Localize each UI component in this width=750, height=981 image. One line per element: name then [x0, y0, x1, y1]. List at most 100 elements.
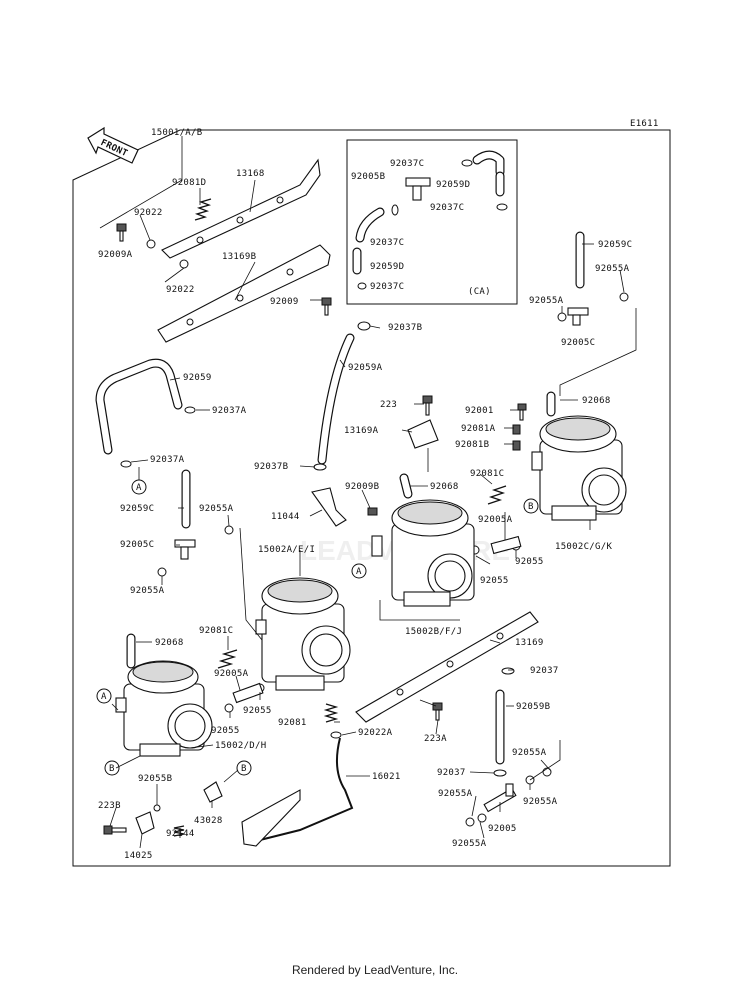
diagram-frame: [72, 129, 671, 867]
spring-92081-icon: [323, 703, 339, 723]
label-92081A: 92081A: [461, 424, 496, 434]
label-92055B: 92055B: [138, 774, 172, 784]
label-92009: 92009: [270, 297, 299, 307]
carburetor-center-right-icon: [371, 499, 475, 607]
bracket-11044-icon: [311, 487, 347, 527]
label-92055A-br-3: 92055A: [523, 797, 558, 807]
label-92022-b: 92022: [166, 285, 195, 295]
label-92081B: 92081B: [455, 440, 489, 450]
diagram-id: E1611: [630, 119, 659, 129]
label-92005A-right: 92005A: [478, 515, 513, 525]
label-92037B-b: 92037B: [254, 462, 288, 472]
label-92055-center-2: 92055: [515, 557, 544, 567]
label-92059: 92059: [183, 373, 212, 383]
label-92055-left-2: 92055: [243, 706, 272, 716]
label-13169B: 13169B: [222, 252, 256, 262]
front-arrow-icon: FRONT: [87, 126, 139, 164]
label-11044: 11044: [271, 512, 300, 522]
label-16021: 16021: [372, 772, 401, 782]
label-15002CGK: 15002C/G/K: [555, 542, 612, 552]
label-92055A-right: 92055A: [595, 264, 630, 274]
callout-a-2: A: [356, 567, 362, 577]
rail-13169B-icon: [157, 244, 331, 343]
label-15002AEI: 15002A/E/I: [258, 545, 315, 555]
label-14025: 14025: [124, 851, 153, 861]
label-92005C-right: 92005C: [561, 338, 595, 348]
bracket-13169A-icon: [407, 419, 439, 449]
ca-inset-label: (CA): [468, 287, 491, 297]
label-15001: 15001/A/B: [151, 128, 202, 138]
label-13168: 13168: [236, 169, 265, 179]
label-92037: 92037: [530, 666, 559, 676]
callout-circles: A A A B B B: [96, 479, 539, 776]
label-92005C-left: 92005C: [120, 540, 154, 550]
label-92055A-right-2: 92055A: [529, 296, 564, 306]
label-92055A-br: 92055A: [512, 748, 547, 758]
label-92055A-br-2: 92055A: [438, 789, 473, 799]
spring-92144-icon: [173, 825, 185, 837]
label-92009A: 92009A: [98, 250, 133, 260]
label-13169: 13169: [515, 638, 544, 648]
bolts-icon: [103, 223, 527, 835]
callout-a-1: A: [136, 483, 142, 493]
label-92068-left: 92068: [155, 638, 184, 648]
label-43028: 43028: [194, 816, 223, 826]
label-92068-center: 92068: [430, 482, 459, 492]
label-92037C-a: 92037C: [390, 159, 424, 169]
label-92037C-c: 92037C: [370, 238, 404, 248]
label-92055A-left: 92055A: [199, 504, 234, 514]
label-92081C-right: 92081C: [470, 469, 504, 479]
label-92081D: 92081D: [172, 178, 206, 188]
screw-14025-icon: [135, 811, 155, 835]
label-92144: 92144: [166, 829, 195, 839]
callout-b-3: B: [241, 764, 247, 774]
spring-92081C-right-icon: [487, 485, 507, 505]
footer-credit: Rendered by LeadVenture, Inc.: [291, 963, 459, 977]
label-92005A-left: 92005A: [214, 669, 249, 679]
label-92037-b: 92037: [437, 768, 466, 778]
tee-92005C-left-icon: [174, 539, 196, 560]
label-92009B: 92009B: [345, 482, 379, 492]
label-13169A: 13169A: [344, 426, 379, 436]
label-223: 223: [380, 400, 397, 410]
rail-13169-icon: [355, 611, 539, 723]
label-92037C-b: 92037C: [430, 203, 464, 213]
label-92055A-br-4: 92055A: [452, 839, 487, 849]
carburetor-center-left-icon: [255, 577, 351, 691]
label-92005B: 92005B: [351, 172, 385, 182]
label-92059A: 92059A: [348, 363, 383, 373]
label-92037B: 92037B: [388, 323, 422, 333]
label-92059D-b: 92059D: [370, 262, 404, 272]
label-92055-left: 92055: [211, 726, 240, 736]
label-92022-a: 92022: [134, 208, 163, 218]
callout-b-2: B: [109, 764, 115, 774]
label-92068-right: 92068: [582, 396, 611, 406]
label-92081: 92081: [278, 718, 307, 728]
spring-92081D-icon: [194, 198, 212, 221]
label-223B: 223B: [98, 801, 121, 811]
label-92059C-left: 92059C: [120, 504, 154, 514]
tee-92005-icon: [483, 783, 517, 813]
label-92037C-d: 92037C: [370, 282, 404, 292]
label-92055-center: 92055: [480, 576, 509, 586]
carburetor-left-icon: [115, 660, 213, 757]
label-92059B: 92059B: [516, 702, 550, 712]
plunger-43028-icon: [203, 781, 223, 803]
ca-inset-hoses-icon: [352, 150, 508, 290]
label-92005: 92005: [488, 824, 517, 834]
ca-inset-box: [346, 139, 518, 305]
label-92055A-left-2: 92055A: [130, 586, 165, 596]
label-15002BFJ: 15002B/F/J: [405, 627, 462, 637]
tee-92005C-right-icon: [567, 307, 589, 326]
carburetor-right-icon: [531, 415, 627, 521]
label-92059D-a: 92059D: [436, 180, 470, 190]
label-223A: 223A: [424, 734, 447, 744]
label-92022A: 92022A: [358, 728, 393, 738]
label-15002DH: 15002/D/H: [215, 741, 266, 751]
label-92037A: 92037A: [212, 406, 247, 416]
label-92001: 92001: [465, 406, 494, 416]
throttle-cable-16021-icon: [241, 737, 354, 847]
rail-13168-icon: [161, 158, 321, 259]
